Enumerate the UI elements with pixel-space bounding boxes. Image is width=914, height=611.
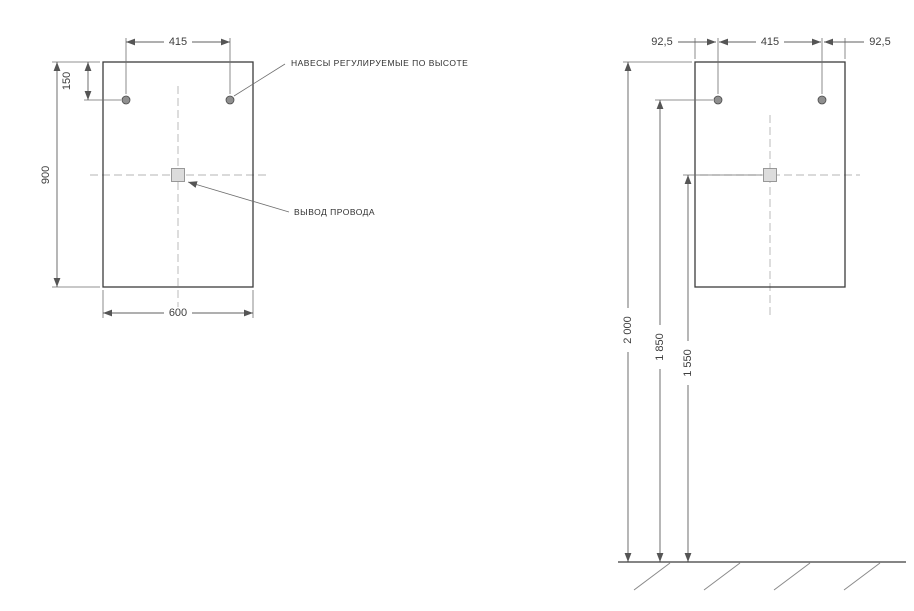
extension-lines (52, 38, 254, 318)
dim-text-bg (646, 36, 678, 48)
dim-hanger-top-offset: 150 (61, 62, 92, 100)
dim-height-wire: 1 550 (682, 175, 694, 562)
dim-panel-height: 900 (40, 62, 61, 287)
dim-value: 415 (761, 36, 779, 48)
dim-value: 1 850 (654, 333, 666, 361)
hanger-left-icon (121, 95, 131, 105)
floor-hatch (703, 562, 741, 591)
dim-height-top: 2 000 (622, 62, 634, 562)
callout-wire: ВЫВОД ПРОВОДА (187, 181, 375, 217)
dim-right-offset: 92,5 (824, 36, 896, 48)
leader-line (233, 63, 286, 97)
hanger-right-icon (817, 95, 827, 105)
dim-hanger-spacing: 415 (719, 36, 821, 48)
panel-outline (102, 61, 254, 288)
floor-hatch (773, 562, 811, 591)
dim-height-hanger: 1 850 (654, 100, 666, 562)
front-view: 415 150 900 600 НАВЕСЫ РЕГУЛИРУЕМЫЕ ПО В… (40, 36, 468, 319)
dim-text-bg (682, 341, 694, 385)
callout-label: ВЫВОД ПРОВОДА (294, 207, 375, 217)
dim-value: 415 (169, 36, 187, 48)
dim-left-offset: 92,5 (646, 36, 716, 48)
dim-text-bg (164, 307, 192, 319)
wire-outlet-icon (763, 168, 777, 182)
floor (618, 561, 906, 591)
floor-hatch (843, 562, 881, 591)
dim-text-bg (864, 36, 896, 48)
dim-value: 92,5 (869, 36, 890, 48)
floor-hatch (633, 562, 671, 591)
dim-value: 150 (61, 72, 73, 90)
dim-panel-width: 600 (103, 307, 253, 319)
leader-line (187, 181, 290, 213)
callout-label: НАВЕСЫ РЕГУЛИРУЕМЫЕ ПО ВЫСОТЕ (291, 58, 468, 68)
dim-value: 1 550 (682, 349, 694, 377)
dim-text-bg (622, 308, 634, 352)
dim-text-bg (164, 36, 192, 48)
installation-view: 92,5 415 92,5 2 000 1 850 (618, 36, 906, 591)
dim-hanger-spacing: 415 (126, 36, 230, 48)
wire-outlet-icon (171, 168, 185, 182)
dim-text-bg (756, 36, 784, 48)
panel-outline (694, 61, 846, 288)
callout-hangers: НАВЕСЫ РЕГУЛИРУЕМЫЕ ПО ВЫСОТЕ (233, 58, 468, 97)
dim-value: 900 (40, 166, 52, 184)
hanger-left-icon (713, 95, 723, 105)
dim-value: 92,5 (651, 36, 672, 48)
hanger-right-icon (225, 95, 235, 105)
extension-lines (623, 38, 846, 176)
dim-value: 600 (169, 307, 187, 319)
dim-value: 2 000 (622, 316, 634, 344)
dim-text-bg (654, 325, 666, 369)
